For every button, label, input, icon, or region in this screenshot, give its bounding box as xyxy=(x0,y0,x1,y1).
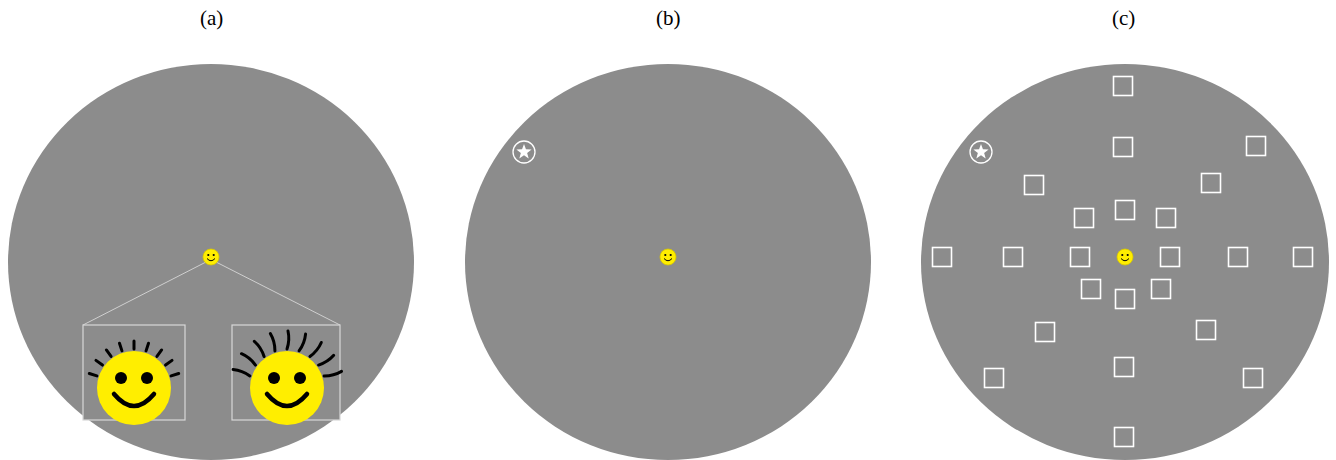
display-disc xyxy=(465,64,871,460)
panel-label: (a) xyxy=(200,6,223,31)
panel-label: (c) xyxy=(1112,6,1135,31)
display-disc xyxy=(8,64,414,460)
panel-label: (b) xyxy=(656,6,681,31)
display-disc xyxy=(921,64,1329,460)
